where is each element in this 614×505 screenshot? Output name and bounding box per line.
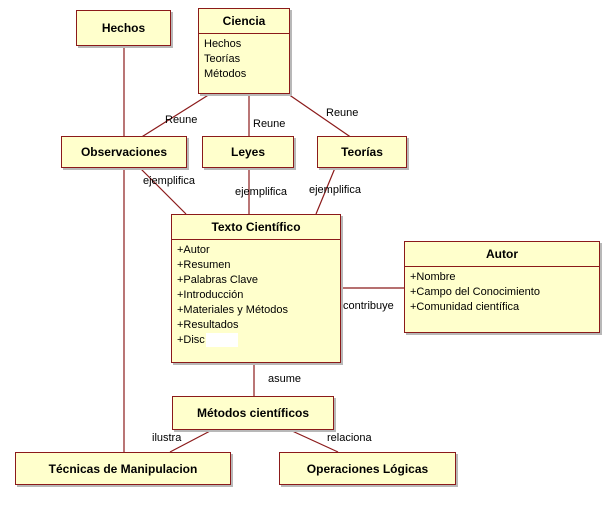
- node-leyes: Leyes: [202, 136, 294, 168]
- node-tecnicas-manipulacion: Técnicas de Manipulacion: [15, 452, 231, 485]
- node-operaciones-logicas-title: Operaciones Lógicas: [306, 461, 429, 476]
- label-contribuye: contribuye: [343, 300, 394, 312]
- label-ejemplifica-teorias: ejemplifica: [309, 184, 361, 196]
- node-hechos: Hechos: [76, 10, 171, 46]
- label-ejemplifica-observaciones: ejemplifica: [143, 175, 195, 187]
- node-texto-attr: +Palabras Clave: [177, 274, 259, 286]
- node-metodos-cientificos: Métodos científicos: [172, 396, 334, 430]
- connector-teorias-texto: [315, 167, 336, 215]
- node-texto-attr: +Resultados: [177, 319, 239, 331]
- node-teorias: Teorías: [317, 136, 407, 168]
- node-teorias-title: Teorías: [341, 145, 383, 159]
- node-autor-title: Autor: [405, 242, 599, 267]
- connector-observaciones-texto: [139, 167, 187, 215]
- label-ilustra: ilustra: [152, 432, 182, 444]
- node-ciencia-attr: Hechos: [204, 38, 242, 50]
- node-autor: Autor +Nombre +Campo del Conocimiento +C…: [404, 241, 600, 333]
- node-ciencia: Ciencia Hechos Teorías Métodos: [198, 8, 290, 94]
- node-tecnicas-manipulacion-title: Técnicas de Manipulacion: [48, 461, 198, 476]
- label-ejemplifica-leyes: ejemplifica: [235, 186, 287, 198]
- connector-metodos-tecnicas: [169, 429, 213, 453]
- label-relaciona: relaciona: [327, 432, 372, 444]
- node-operaciones-logicas: Operaciones Lógicas: [279, 452, 456, 485]
- node-metodos-cientificos-title: Métodos científicos: [196, 406, 309, 420]
- node-ciencia-title: Ciencia: [199, 9, 289, 34]
- node-texto-cientifico-title: Texto Científico: [172, 215, 340, 240]
- connector-metodos-operaciones: [289, 429, 339, 453]
- node-ciencia-attr: Teorías: [204, 53, 241, 65]
- label-asume: asume: [268, 373, 302, 385]
- node-observaciones: Observaciones: [61, 136, 187, 168]
- erased-patch: [206, 333, 238, 347]
- node-texto-attr: +Autor: [177, 244, 210, 256]
- node-ciencia-attributes: Hechos Teorías Métodos: [199, 34, 289, 82]
- connector-ciencia-teorias: [287, 93, 353, 139]
- node-autor-attr: +Nombre: [410, 271, 456, 283]
- label-reune-teorias: Reune: [326, 107, 359, 119]
- node-leyes-title: Leyes: [230, 145, 266, 159]
- node-autor-attr: +Campo del Conocimiento: [410, 286, 540, 298]
- node-texto-cientifico: Texto Científico +Autor +Resumen +Palabr…: [171, 214, 341, 363]
- connector-ciencia-observaciones: [139, 93, 211, 139]
- node-autor-attr: +Comunidad científica: [410, 301, 520, 313]
- node-texto-attr: +Resumen: [177, 259, 231, 271]
- node-texto-cientifico-attributes: +Autor +Resumen +Palabras Clave +Introdu…: [172, 240, 340, 348]
- label-reune-leyes: Reune: [253, 118, 286, 130]
- node-ciencia-attr: Métodos: [204, 68, 247, 80]
- node-hechos-title: Hechos: [101, 21, 146, 35]
- label-reune-observaciones: Reune: [165, 114, 198, 126]
- node-texto-attr: +Disc: [177, 334, 205, 346]
- node-texto-attr: +Introducción: [177, 289, 244, 301]
- node-autor-attributes: +Nombre +Campo del Conocimiento +Comunid…: [405, 267, 599, 315]
- node-texto-attr: +Materiales y Métodos: [177, 304, 288, 316]
- node-observaciones-title: Observaciones: [80, 145, 168, 159]
